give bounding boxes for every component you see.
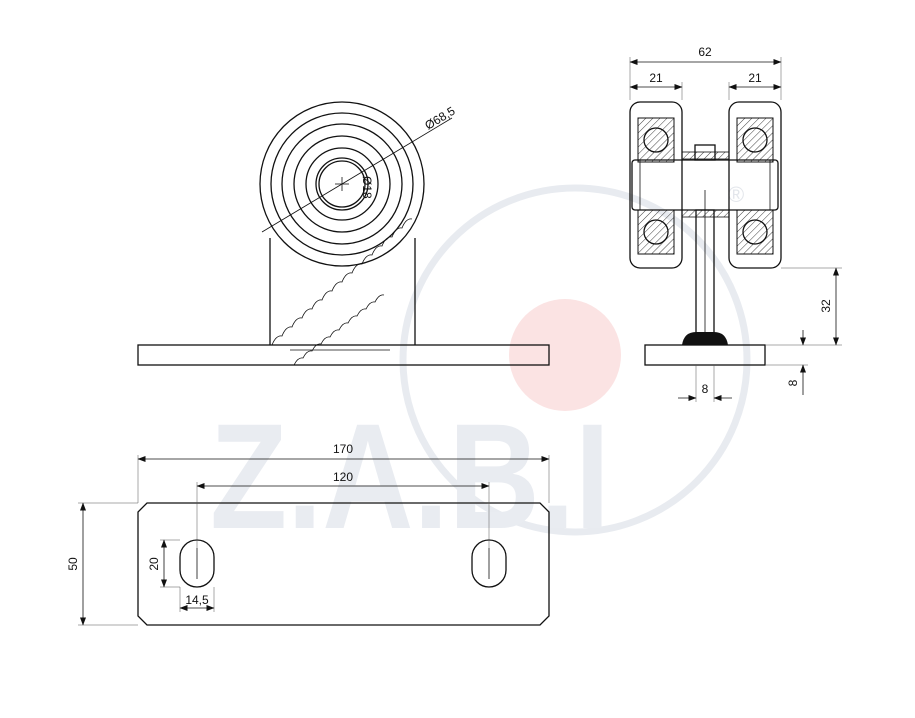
left-wheel-width-label: 21: [649, 71, 663, 85]
wheel-outer-circle: [259, 101, 425, 267]
weld-beads: [271, 218, 413, 366]
left-wheel-section: [629, 101, 683, 269]
slot-width-label: 14,5: [185, 593, 209, 607]
height-label: 32: [819, 299, 833, 313]
watermark-registered-mark: ®: [728, 182, 744, 207]
wheel-diameter-label: Ø68,5: [422, 104, 458, 133]
plate-width-label: 50: [66, 557, 80, 571]
side-view: 62 21 21 32 8 8: [629, 45, 842, 402]
stem-width-label: 8: [702, 382, 709, 396]
side-weld: [682, 332, 728, 345]
watermark-text: Z.A.B.I: [210, 392, 610, 560]
front-view: Ø68,5 Ø18: [137, 101, 550, 366]
hub-diameter-label: Ø18: [360, 176, 374, 199]
watermark: Z.A.B.I ®: [210, 182, 751, 560]
mounting-plate-outline: [137, 502, 550, 626]
plate-length-label: 170: [333, 442, 353, 456]
watermark-ring: [399, 184, 751, 536]
plate-view: 170 120 50 20 14,5: [66, 442, 550, 626]
right-wheel-section: [728, 101, 782, 269]
plate-thickness-label: 8: [786, 379, 800, 386]
right-wheel-width-label: 21: [748, 71, 762, 85]
watermark-dot: [509, 299, 621, 411]
slot-height-label: 20: [147, 557, 161, 571]
slot-spacing-label: 120: [333, 470, 353, 484]
overall-width-label: 62: [698, 45, 712, 59]
front-base-plate: [137, 344, 550, 366]
side-base-plate: [644, 344, 766, 366]
